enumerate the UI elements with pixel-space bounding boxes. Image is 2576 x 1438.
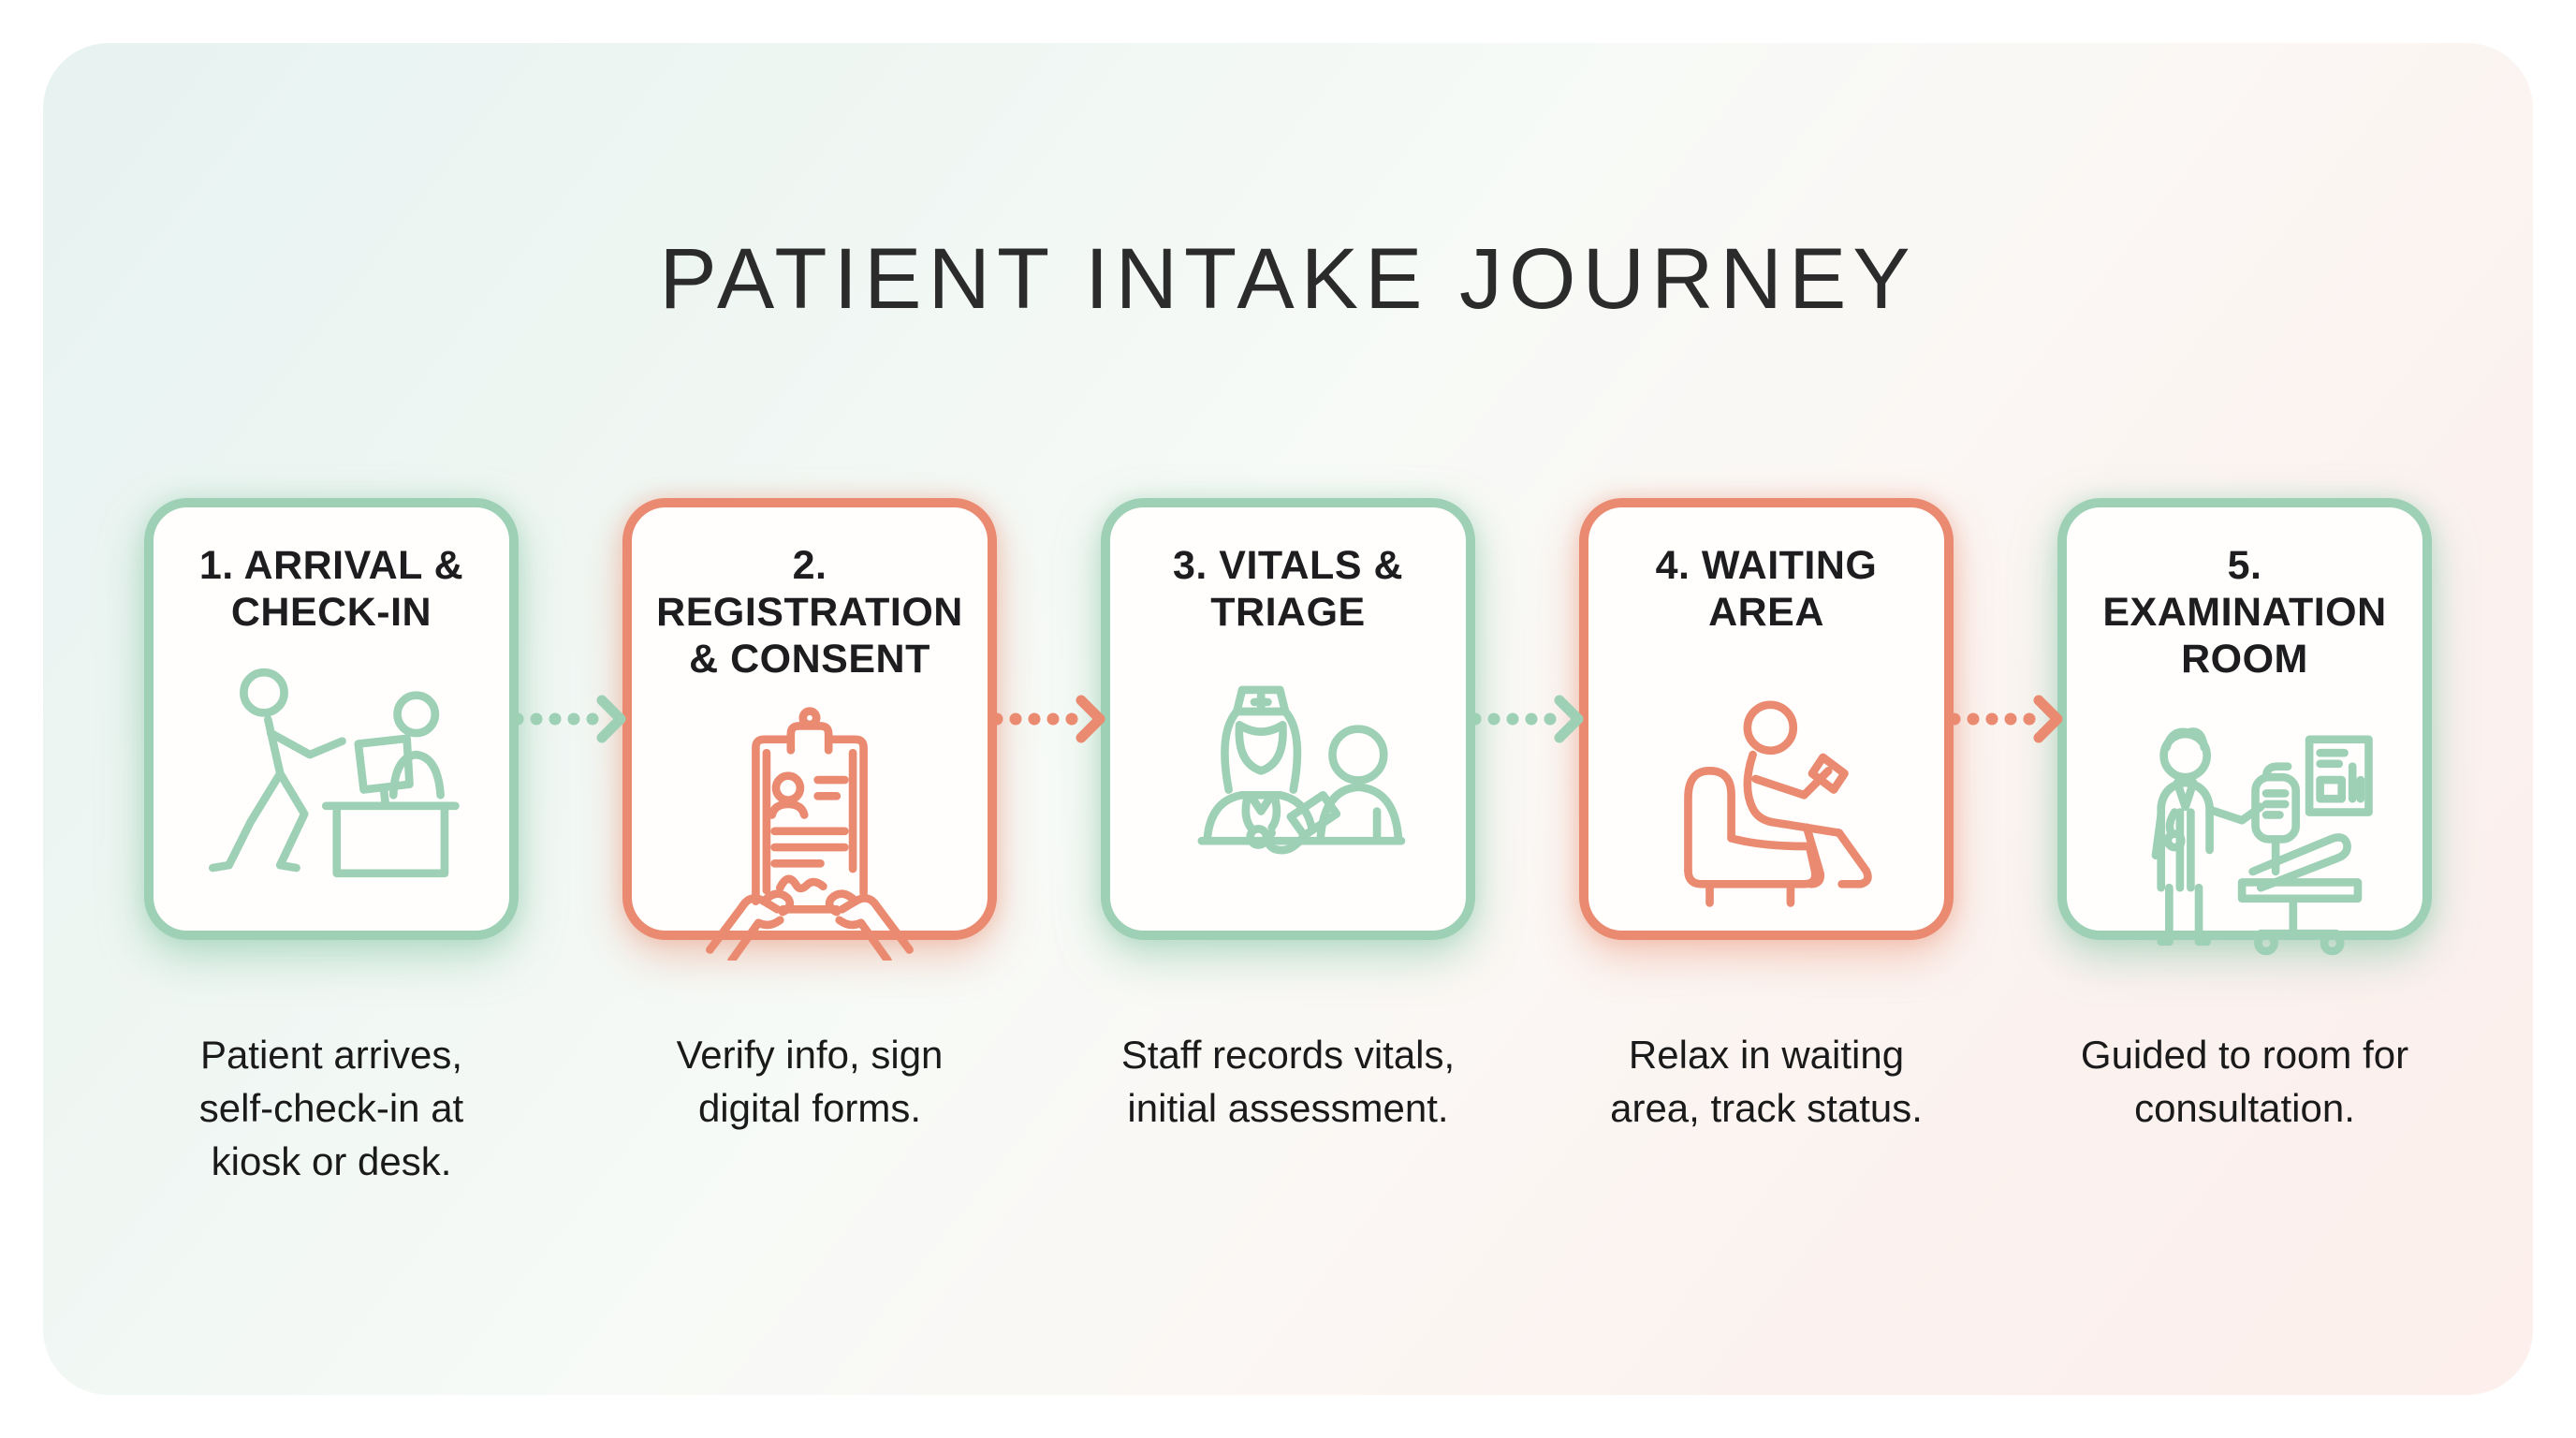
step-description: Patient arrives, self-check-in at kiosk … [198, 1033, 464, 1184]
page-title: PATIENT INTAKE JOURNEY [659, 231, 1917, 327]
registration-consent-icon [647, 683, 973, 961]
arrival-check-in-icon [168, 637, 494, 914]
vitals-triage-icon [1125, 637, 1451, 914]
step-card-registration-consent: 2. REGISTRATION & CONSENT [622, 498, 997, 961]
step-description: Verify info, sign digital forms. [676, 1033, 944, 1131]
arrow-right-icon [1951, 695, 2063, 743]
step-description: Staff records vitals, initial assessment… [1120, 1033, 1456, 1131]
step-card-examination-room: 5. EXAMINATION ROOM [2057, 498, 2432, 955]
step-card-vitals-triage: 3. VITALS & TRIAGE [1101, 498, 1475, 940]
arrow-right-icon [993, 695, 1105, 743]
step-title: 2. REGISTRATION & CONSENT [656, 543, 963, 682]
step-title: 1. ARRIVAL & CHECK-IN [198, 543, 464, 635]
step-title: 3. VITALS & TRIAGE [1172, 543, 1403, 635]
examination-room-icon [2082, 683, 2408, 961]
step-description: Relax in waiting area, track status. [1610, 1033, 1923, 1131]
arrow-right-icon [1471, 695, 1584, 743]
descriptions-row: Patient arrives, self-check-in at kiosk … [144, 1028, 2432, 1188]
steps-row: 1. ARRIVAL & CHECK-IN [144, 498, 2432, 961]
arrow-right-icon [514, 695, 626, 743]
step-card-waiting-area: 4. WAITING AREA [1579, 498, 1954, 940]
waiting-area-icon [1603, 637, 1929, 914]
step-title: 4. WAITING AREA [1655, 543, 1878, 635]
step-card-arrival-check-in: 1. ARRIVAL & CHECK-IN [144, 498, 519, 940]
step-description: Guided to room for consultation. [2080, 1033, 2409, 1131]
step-title: 5. EXAMINATION ROOM [2102, 543, 2387, 682]
